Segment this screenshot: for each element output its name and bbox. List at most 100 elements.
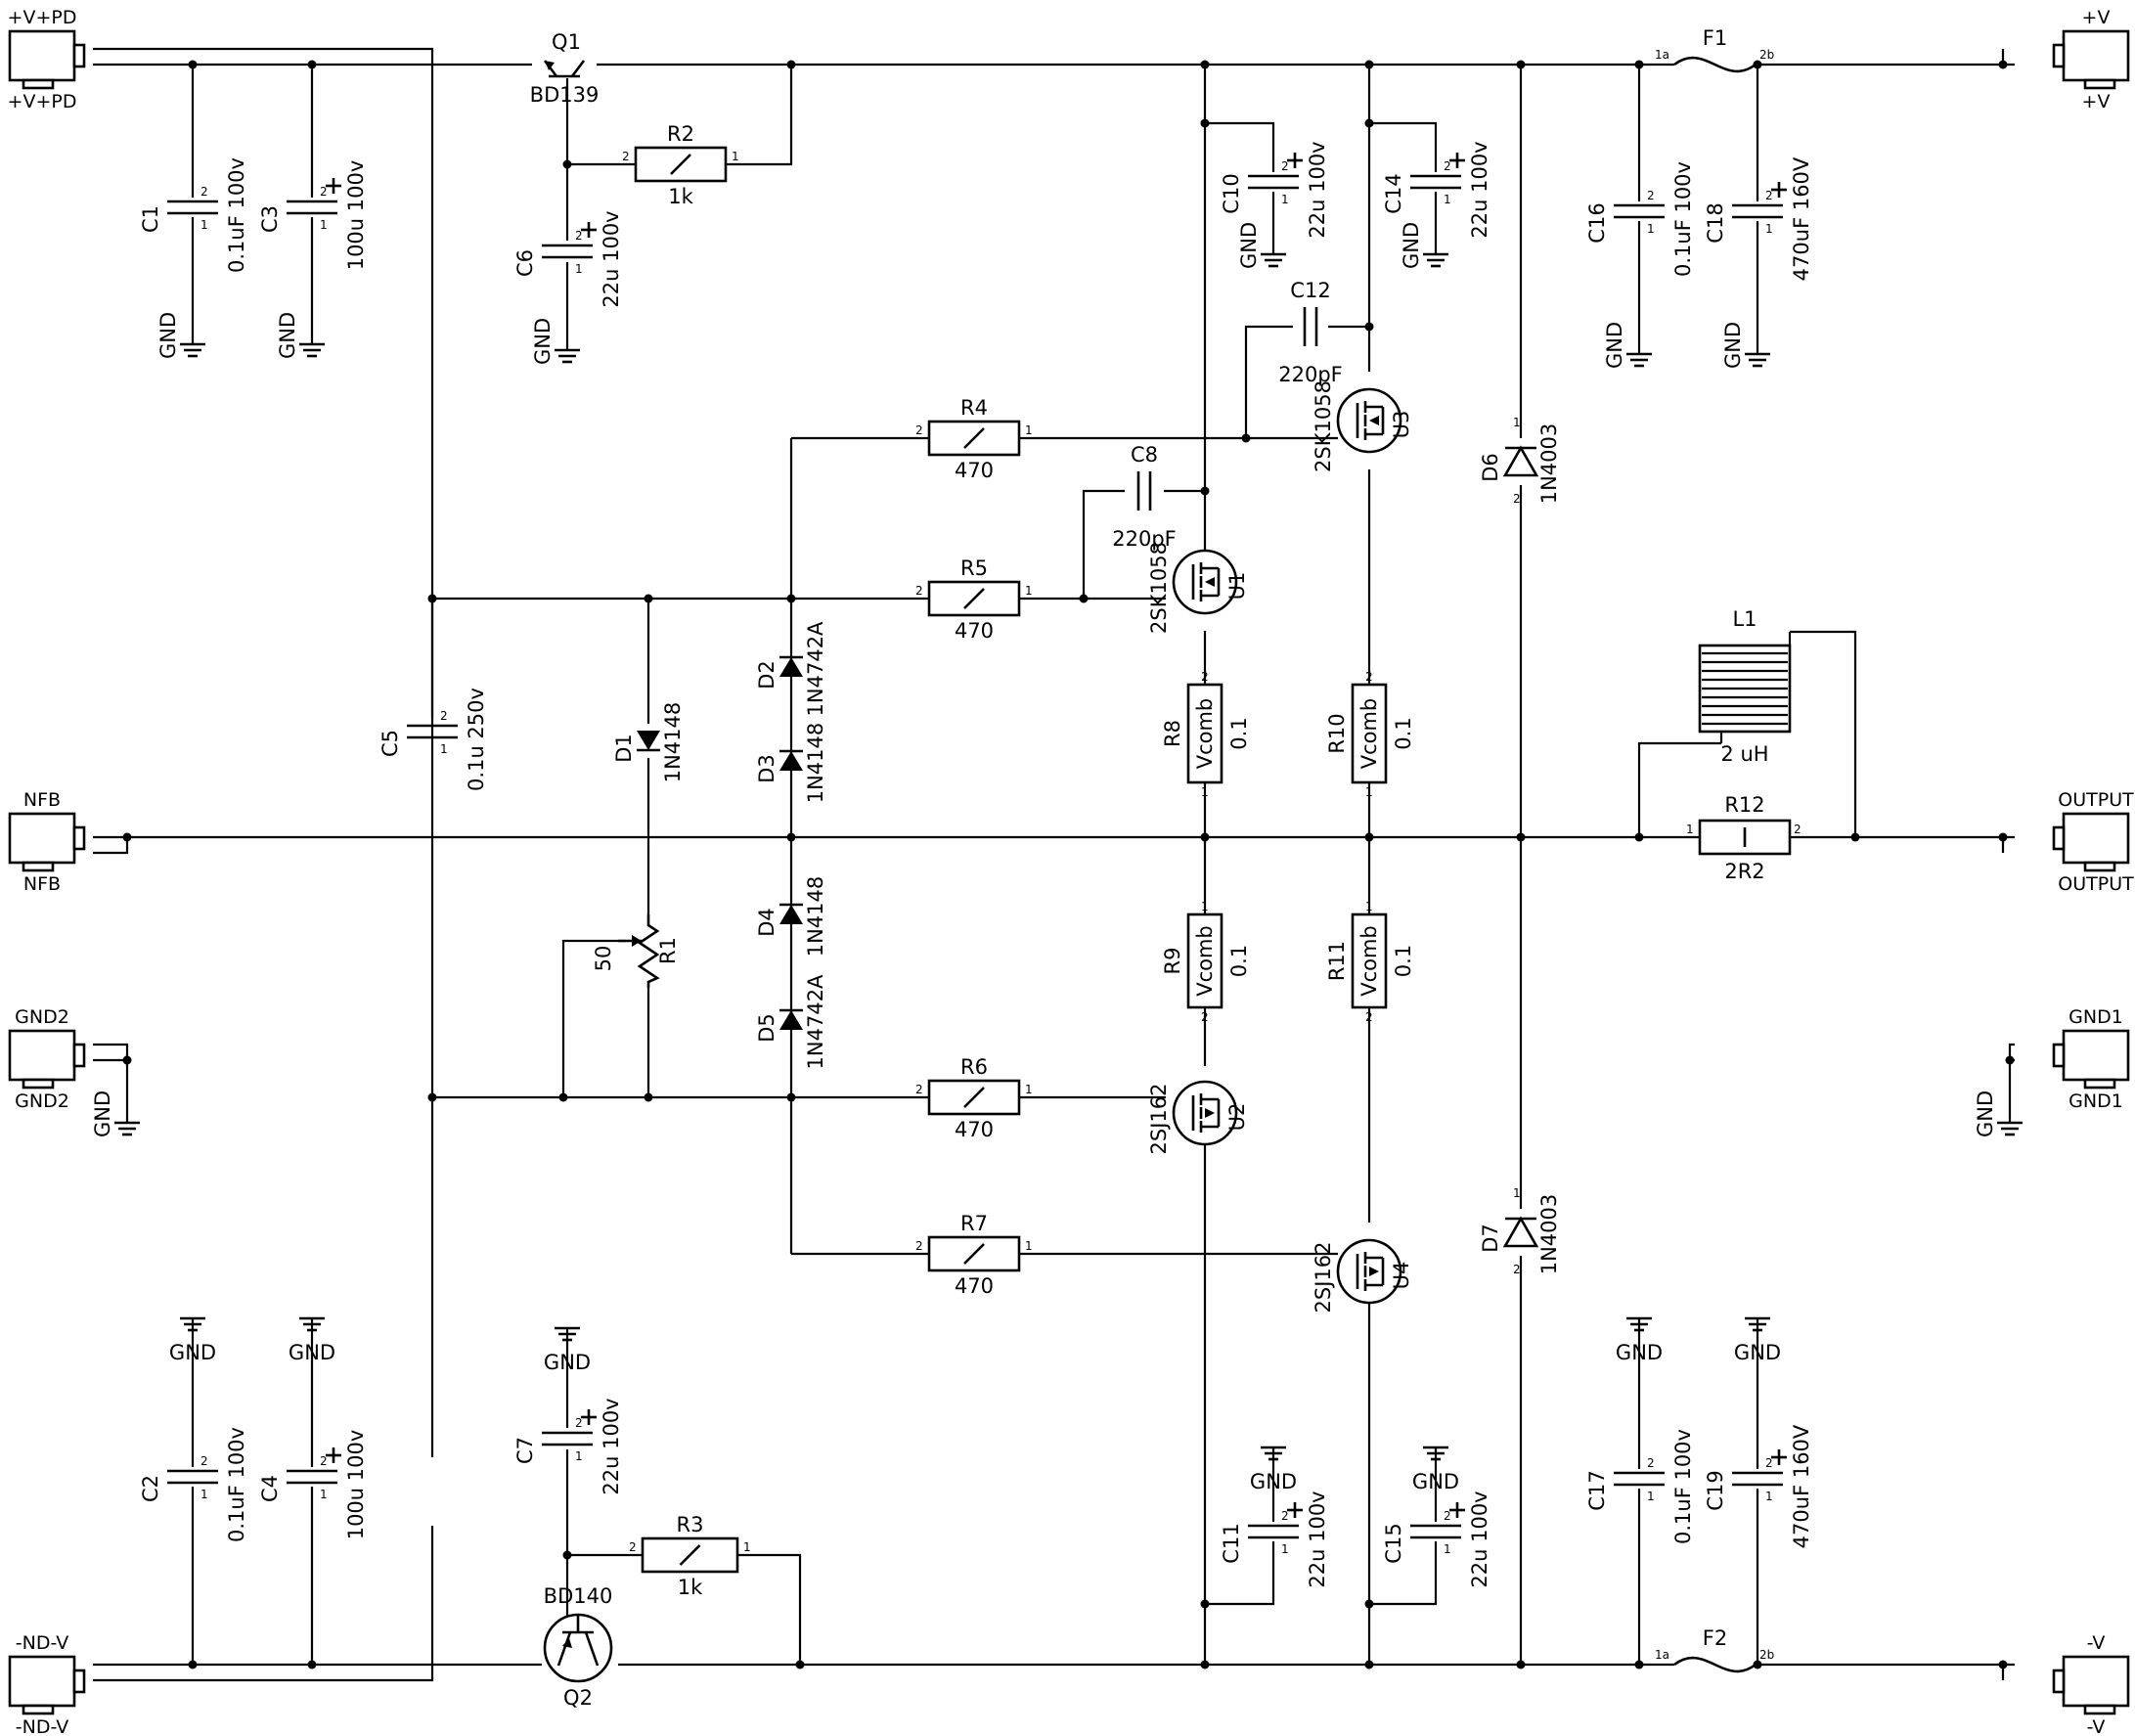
- connector-label: GND2: [15, 1091, 69, 1112]
- pin-number: 2: [1444, 1509, 1451, 1523]
- connector-label: -ND-V: [16, 1716, 68, 1736]
- pin-number: 2: [1201, 1010, 1209, 1024]
- ref-label: R1: [656, 937, 680, 964]
- resistor-body-label: Vcomb: [1357, 698, 1381, 770]
- pin-number: 2b: [1759, 1648, 1774, 1662]
- ground-label: GND: [276, 312, 299, 359]
- value-label: 470uF 160V: [1790, 156, 1813, 281]
- connector-ndv: -ND-V-ND-V: [8, 1632, 86, 1736]
- ref-label: R7: [960, 1212, 988, 1235]
- junction-dot: [1079, 594, 1089, 603]
- junction-dot: [122, 1055, 132, 1065]
- pin-number: 1: [1281, 193, 1289, 206]
- ground-symbol: GND: [156, 312, 205, 359]
- pin-number: 1: [320, 1488, 328, 1501]
- connector-vplus: +V+V: [2052, 7, 2130, 112]
- ref-label: U4: [1390, 1262, 1413, 1290]
- ground-symbol: GND: [1412, 1446, 1459, 1493]
- resistor-body-label: Vcomb: [1193, 698, 1217, 770]
- junction-dot: [1200, 118, 1210, 128]
- pin-number: 2: [575, 229, 583, 243]
- resistor-body-label: Vcomb: [1193, 925, 1217, 997]
- pin-number: 1: [1647, 1490, 1655, 1503]
- junction-dot: [1998, 1660, 2008, 1669]
- value-label: 50: [592, 946, 615, 972]
- value-label: 2R2: [1724, 860, 1764, 883]
- ref-label: C2: [139, 1475, 162, 1502]
- pin-number: 2: [1765, 189, 1773, 202]
- ref-label: R4: [960, 396, 988, 420]
- ground-symbol: GND: [276, 312, 325, 359]
- ground-label: GND: [1237, 222, 1261, 269]
- ref-label: C4: [258, 1475, 282, 1502]
- ref-label: R8: [1161, 720, 1184, 747]
- ground-label: GND: [156, 312, 180, 359]
- pin-number: 2: [1647, 1456, 1655, 1470]
- pin-number: 1: [732, 150, 739, 163]
- wire: [2008, 1043, 2015, 1123]
- part-label: 1N4003: [1537, 423, 1561, 505]
- ref-label: R3: [677, 1513, 704, 1536]
- pin-number: 1a: [1655, 48, 1669, 62]
- connector-label: NFB: [23, 789, 61, 811]
- junction-dot: [1200, 1660, 1210, 1669]
- junction-dot: [644, 1092, 653, 1102]
- ref-label: C8: [1131, 443, 1158, 467]
- pin-number: 1: [1025, 423, 1033, 437]
- wire: [726, 65, 793, 166]
- wire: [1369, 121, 1438, 172]
- pin-number: 2: [1281, 159, 1289, 173]
- part-label: 1N4148: [661, 702, 685, 783]
- inductor-l1: L12 uH: [1698, 607, 1792, 766]
- wire: [1244, 325, 1293, 438]
- ref-label: D5: [755, 1013, 778, 1043]
- ground-symbol: GND: [544, 1326, 591, 1374]
- value-label: 470: [955, 1274, 994, 1298]
- pin-number: 2: [915, 1083, 923, 1096]
- connector-label: +V+PD: [8, 7, 77, 28]
- value-label: 22u 100v: [1306, 141, 1329, 238]
- connector-label: +V: [2082, 7, 2111, 28]
- wire: [1205, 1541, 1275, 1606]
- ground-symbol: GND: [91, 1091, 140, 1137]
- value-label: 470: [955, 459, 994, 482]
- part-label: 1N4742A: [804, 621, 827, 717]
- ground-symbol: GND: [1734, 1316, 1781, 1364]
- value-label: 0.1uF 100v: [1671, 161, 1695, 277]
- junction-dot: [1200, 486, 1210, 496]
- junction-dot: [1364, 1660, 1374, 1669]
- value-label: 22u 100v: [600, 1398, 623, 1494]
- pin-number: 2: [200, 185, 208, 199]
- pin-number: 1: [1513, 416, 1521, 429]
- pin-number: 1: [575, 262, 583, 276]
- value-label: 22u 100v: [1468, 141, 1491, 238]
- ref-label: R6: [960, 1055, 988, 1079]
- wire: [1369, 1541, 1438, 1606]
- wire: [1205, 121, 1275, 172]
- junction-dot: [307, 60, 317, 69]
- pin-number: 2: [575, 1416, 583, 1430]
- wire: [737, 1553, 802, 1665]
- junction-dot: [427, 1092, 437, 1102]
